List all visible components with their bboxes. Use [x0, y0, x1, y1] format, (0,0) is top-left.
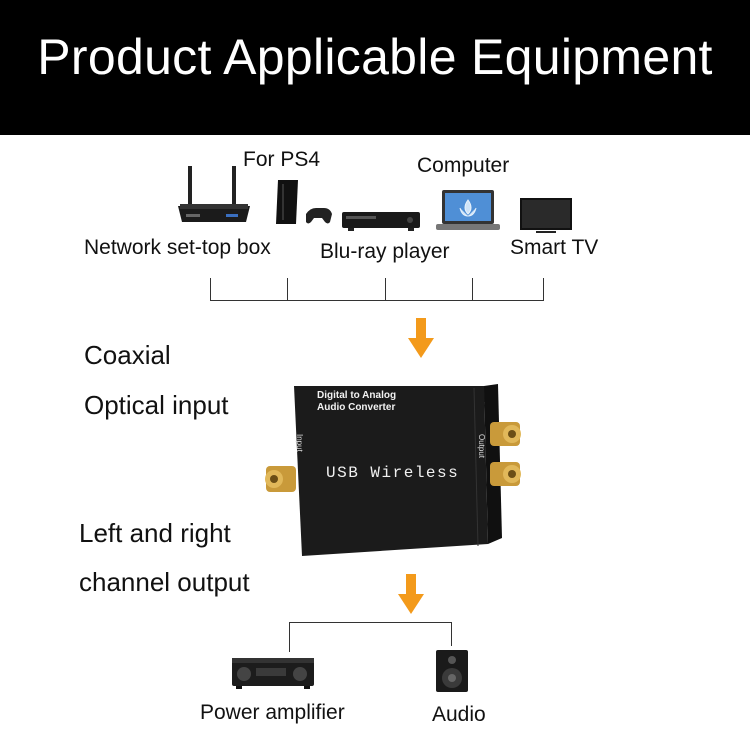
label-smart-tv: Smart TV: [510, 236, 599, 259]
label-optical-input: Optical input: [84, 390, 229, 420]
label-ps4: For PS4: [243, 148, 321, 171]
speaker-icon: [436, 650, 468, 692]
converter-model-label: USB Wireless: [326, 464, 460, 482]
source-connector-tick: [385, 278, 386, 301]
smart-tv-icon: [520, 198, 572, 233]
dac-converter-box: Digital to Analog Audio Converter Input …: [262, 378, 532, 558]
converter-title-line1: Digital to Analog: [317, 390, 397, 401]
power-amplifier-icon: [232, 658, 314, 689]
label-computer: Computer: [417, 154, 510, 177]
label-left-right: Left and right: [79, 518, 231, 548]
router-icon: [178, 166, 250, 222]
arrow-down-icon: [398, 574, 424, 614]
label-channel-output: channel output: [79, 567, 250, 597]
output-connector-tick: [289, 622, 290, 652]
arrow-down-icon: [408, 318, 434, 358]
header-banner: Product Applicable Equipment: [0, 0, 750, 135]
converter-title-line2: Audio Converter: [317, 402, 396, 413]
source-connector-tick: [287, 278, 288, 301]
label-settop-box: Network set-top box: [84, 236, 271, 259]
bluray-player-icon: [342, 212, 420, 231]
converter-input-label: Input: [295, 434, 304, 452]
source-connector-tick: [543, 278, 544, 301]
page-title: Product Applicable Equipment: [37, 29, 713, 85]
converter-output-label: Output: [477, 434, 486, 459]
label-bluray: Blu-ray player: [320, 240, 450, 263]
laptop-icon: [436, 190, 500, 230]
source-connector-tick: [210, 278, 211, 301]
label-audio: Audio: [432, 703, 486, 726]
label-coaxial: Coaxial: [84, 340, 171, 370]
ps4-console-icon: [276, 180, 332, 224]
output-connector-tick: [451, 622, 452, 646]
label-power-amplifier: Power amplifier: [200, 701, 345, 724]
source-connector-tick: [472, 278, 473, 301]
source-connector-line: [210, 300, 544, 301]
output-connector-line: [289, 622, 452, 623]
